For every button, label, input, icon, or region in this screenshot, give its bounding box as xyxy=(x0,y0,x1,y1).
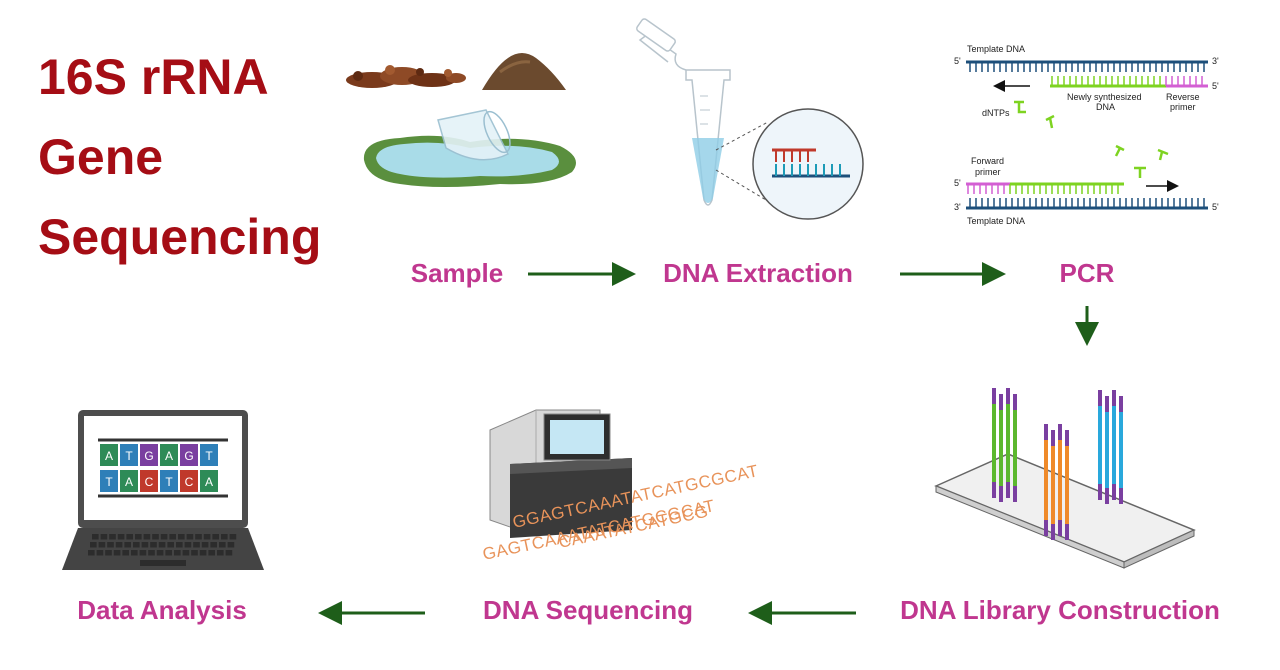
pcr-new-dna-label-2: DNA xyxy=(1096,102,1115,112)
screen-base-bottom: A xyxy=(205,475,213,489)
screen-base-top: A xyxy=(105,449,113,463)
pcr-dntps-label: dNTPs xyxy=(982,108,1010,118)
title-line-1: 16S rRNA xyxy=(38,49,269,105)
keyboard-icon xyxy=(88,534,237,556)
library-illustration xyxy=(934,388,1196,569)
flow-arrows xyxy=(318,262,1099,625)
screen-base-bottom: C xyxy=(145,475,154,489)
library-strands xyxy=(992,388,1123,540)
step-sequencing-label: DNA Sequencing xyxy=(483,595,693,625)
dntp-icons xyxy=(1014,100,1169,178)
step-analysis-label: Data Analysis xyxy=(77,595,247,625)
pcr-five-prime-br: 5' xyxy=(1212,202,1219,212)
title-line-2: Gene xyxy=(38,129,164,185)
pcr-three-prime-tr: 3' xyxy=(1212,56,1219,66)
step-pcr-label: PCR xyxy=(1059,258,1115,288)
sequencer-icon xyxy=(489,409,632,538)
magnified-dna-icon xyxy=(752,108,864,220)
step-sample-label: Sample xyxy=(410,258,504,288)
pcr-five-prime-r1: 5' xyxy=(1212,81,1219,91)
sample-cup-icon xyxy=(437,109,511,161)
sample-illustration xyxy=(346,53,576,187)
water-puddle-icon xyxy=(363,135,576,187)
pcr-reverse-label-2: primer xyxy=(1170,102,1196,112)
screen-base-bottom: A xyxy=(125,475,133,489)
screen-base-bottom: T xyxy=(165,475,173,489)
pcr-forward-label-1: Forward xyxy=(971,156,1004,166)
pcr-template-bottom-label: Template DNA xyxy=(967,216,1025,226)
screen-base-top: A xyxy=(165,449,173,463)
screen-base-bottom: T xyxy=(105,475,113,489)
screen-base-bottom: C xyxy=(185,475,194,489)
screen-base-top: G xyxy=(184,449,193,463)
pcr-template-top-label: Template DNA xyxy=(967,44,1025,54)
step-extraction-label: DNA Extraction xyxy=(663,258,853,288)
soil-pile-icon xyxy=(482,53,566,90)
title-line-3: Sequencing xyxy=(38,209,322,265)
sequencing-illustration: GGAGTCAAATATCATGCGCAT CAAATATCATGCG GAGT… xyxy=(481,409,760,564)
pcr-five-prime-tl: 5' xyxy=(954,56,961,66)
step-library-label: DNA Library Construction xyxy=(900,595,1220,625)
screen-base-top: T xyxy=(205,449,213,463)
screen-base-top: G xyxy=(144,449,153,463)
pcr-three-prime-bl: 3' xyxy=(954,202,961,212)
extraction-illustration xyxy=(636,18,864,220)
pcr-illustration: Template DNA 5' 3' 5' Newly synthesized … xyxy=(954,44,1219,226)
pcr-reverse-label-1: Reverse xyxy=(1166,92,1200,102)
pcr-forward-label-2: primer xyxy=(975,167,1001,177)
tube-icon xyxy=(636,18,731,206)
pcr-new-dna-label-1: Newly synthesized xyxy=(1067,92,1142,102)
soil-crumbs-icon xyxy=(346,65,466,88)
pcr-five-prime-l2: 5' xyxy=(954,178,961,188)
screen-base-top: T xyxy=(125,449,133,463)
